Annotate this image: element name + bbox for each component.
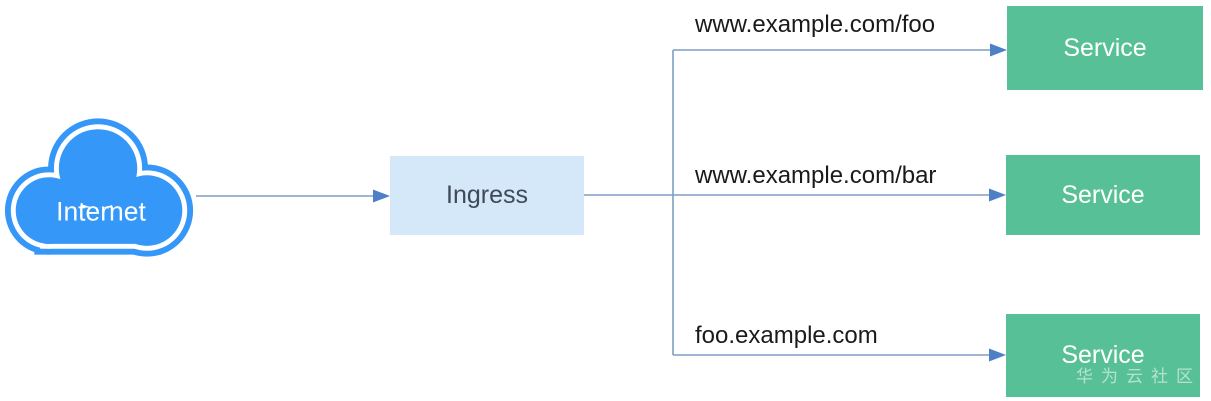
service-node-middle: Service: [1006, 155, 1200, 235]
cloud-inner-fill: [15, 129, 183, 246]
internet-label: Internet: [56, 196, 146, 226]
route-label-bar-path: www.example.com/bar: [695, 162, 937, 189]
route-label-foo-host: foo.example.com: [695, 322, 878, 349]
service-node-top: Service: [1007, 6, 1203, 90]
internet-cloud-icon: Internet: [4, 118, 194, 257]
watermark-text: 华为云社区: [1076, 367, 1201, 386]
service-label: Service: [1063, 33, 1147, 62]
route-label-foo-path: www.example.com/foo: [695, 11, 936, 38]
arrowhead-icon: [373, 189, 390, 203]
arrowhead-icon: [989, 348, 1006, 362]
service-label: Service: [1061, 180, 1145, 209]
service-label: Service: [1061, 341, 1145, 369]
arrowhead-icon: [990, 43, 1007, 57]
service-node-bottom: Service: [1006, 314, 1200, 397]
ingress-label: Ingress: [446, 181, 528, 209]
arrowhead-icon: [989, 188, 1006, 202]
ingress-node: Ingress: [390, 156, 584, 235]
